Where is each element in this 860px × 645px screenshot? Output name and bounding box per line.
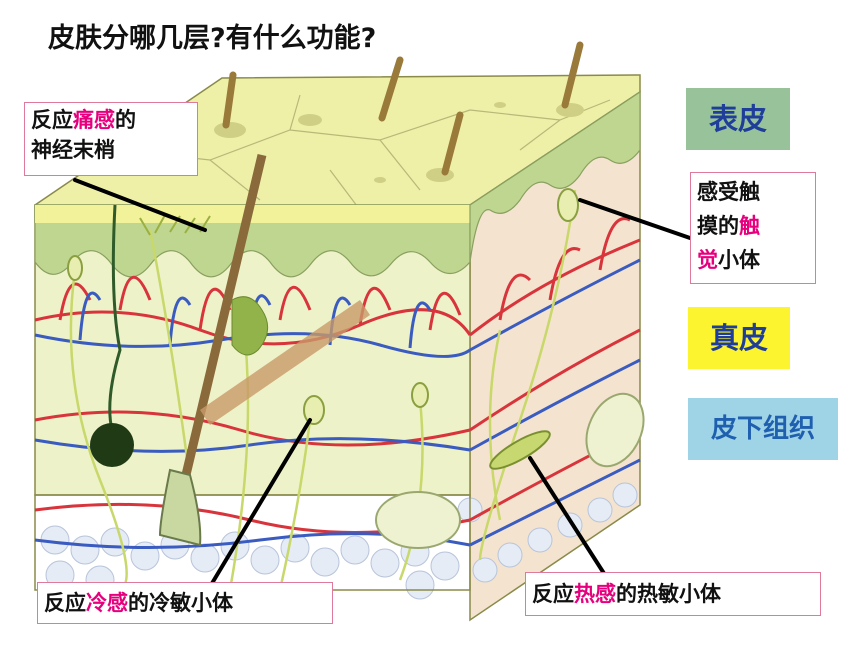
- hair-follicle: [158, 468, 202, 547]
- page-title: 皮肤分哪几层?有什么功能?: [48, 23, 377, 54]
- hair-root: [175, 153, 267, 502]
- epidermis-label: 表皮: [686, 88, 790, 150]
- heat-corpuscle: [489, 430, 551, 470]
- callout-leader-lines: [73, 178, 692, 592]
- surface-cell-lines: [119, 94, 611, 211]
- subcutaneous-fat-cells: [40, 482, 638, 600]
- small-receptor-2: [67, 255, 83, 281]
- small-receptor-1: [411, 382, 429, 408]
- pain-nerve-endings: [139, 214, 211, 236]
- subcutaneous-label: 皮下组织: [688, 398, 838, 460]
- heat-corpuscle-callout: 反应热感的热敏小体: [525, 572, 821, 616]
- pacinian-corpuscle-front: [375, 491, 461, 549]
- pacinian-corpuscle-side: [585, 392, 645, 468]
- dermis-label: 真皮: [688, 307, 790, 369]
- nerves: [69, 189, 577, 592]
- sweat-gland: [90, 423, 134, 467]
- cold-corpuscle: [303, 395, 325, 425]
- side-epidermis-band: [469, 90, 641, 263]
- hair-shafts: [222, 41, 584, 176]
- sweat-duct: [108, 204, 122, 431]
- touch-corpuscle-callout: 感受触 摸的触 觉小体: [690, 172, 816, 284]
- pain-nerve-callout: 反应痛感的 神经末梢: [24, 102, 198, 176]
- touch-corpuscle: [557, 188, 579, 222]
- arrector-muscle: [200, 300, 370, 425]
- sebaceous-gland: [231, 296, 269, 356]
- cold-corpuscle-callout: 反应冷感的冷敏小体: [37, 582, 333, 624]
